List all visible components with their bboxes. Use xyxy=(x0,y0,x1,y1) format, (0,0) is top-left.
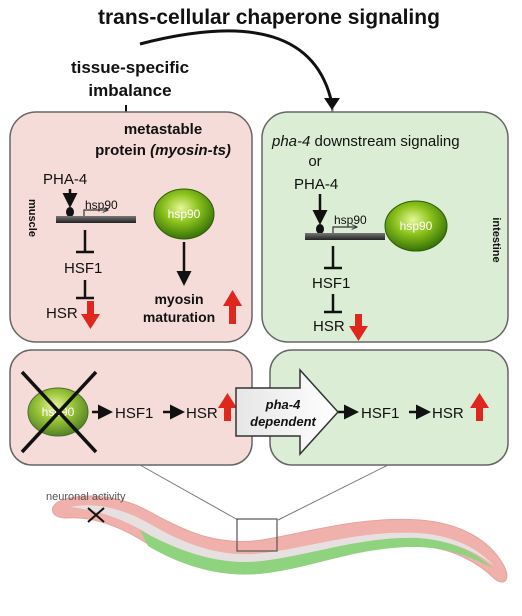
big-arrow-label-line1: pha-4 xyxy=(265,397,301,412)
intestine-header: pha-4 downstream signaling xyxy=(271,133,460,150)
signaling-curve-arrow xyxy=(139,29,334,105)
muscle-lower-hsf1-label: HSF1 xyxy=(115,405,153,422)
muscle-hsp90-bubble-label: hsp90 xyxy=(168,207,201,221)
muscle-hsf1-label: HSF1 xyxy=(64,260,102,277)
intestine-hsr-label: HSR xyxy=(313,318,345,335)
muscle-header-line1: metastable xyxy=(124,121,202,138)
muscle-lower-hsr-up-arrow xyxy=(218,393,237,421)
intestine-hsp90-bubble xyxy=(384,200,448,252)
muscle-gene-label: hsp90 xyxy=(85,198,118,212)
intestine-lower-hsf1-label: HSF1 xyxy=(361,405,399,422)
intestine-gene-label: hsp90 xyxy=(334,213,367,227)
intestine-hsr-down-arrow xyxy=(349,314,368,341)
muscle-header-line2: protein (myosin-ts) xyxy=(95,142,231,159)
intestine-pha4-binding-dot xyxy=(316,224,324,234)
pha4-dependent-big-arrow xyxy=(235,368,340,456)
neuronal-block-x-2 xyxy=(87,507,105,523)
hsp90-cross-line-2 xyxy=(20,370,98,454)
intestine-hsp90-bubble-label: hsp90 xyxy=(400,219,433,233)
worm-intestine xyxy=(140,530,492,575)
muscle-pha4-binding-dot xyxy=(66,207,74,217)
muscle-pha4-label: PHA-4 xyxy=(43,171,87,188)
intestine-transcription-arrow xyxy=(332,227,357,233)
neuronal-activity-label: neuronal activity xyxy=(46,491,126,503)
signaling-arrowhead xyxy=(324,98,340,110)
muscle-lower-hsr-label: HSR xyxy=(186,405,218,422)
muscle-hsr-down-arrow xyxy=(81,301,100,329)
muscle-maturation-label: maturation xyxy=(143,309,215,325)
imbalance-label-line1: tissue-specific xyxy=(71,58,189,77)
zoom-line-left xyxy=(139,464,239,521)
intestine-side-label: intestine xyxy=(490,217,502,262)
intestine-hsf1-label: HSF1 xyxy=(312,275,350,292)
worm-zoom-box xyxy=(236,518,278,552)
muscle-upper-panel xyxy=(9,111,253,343)
intestine-lower-hsr-up-arrow xyxy=(470,393,489,421)
zoom-line-right xyxy=(277,464,389,521)
muscle-hsp90-bubble xyxy=(153,188,215,240)
muscle-myosin-label: myosin xyxy=(154,291,203,307)
muscle-transcription-arrow xyxy=(83,210,108,216)
imbalance-label-line2: imbalance xyxy=(88,81,171,100)
muscle-hsr-label: HSR xyxy=(46,305,78,322)
myosin-maturation-up-arrow xyxy=(223,290,242,324)
intestine-or-label: or xyxy=(308,153,321,170)
intestine-lower-hsr-label: HSR xyxy=(432,405,464,422)
muscle-dna-bar xyxy=(56,216,136,223)
worm-inner-band xyxy=(70,505,494,566)
big-arrow-label-line2: dependent xyxy=(250,414,316,429)
diagram-title: trans-cellular chaperone signaling xyxy=(98,6,440,29)
muscle-side-label: muscle xyxy=(26,199,38,237)
intestine-dna-bar xyxy=(305,233,385,240)
intestine-pha4-label: PHA-4 xyxy=(294,176,338,193)
